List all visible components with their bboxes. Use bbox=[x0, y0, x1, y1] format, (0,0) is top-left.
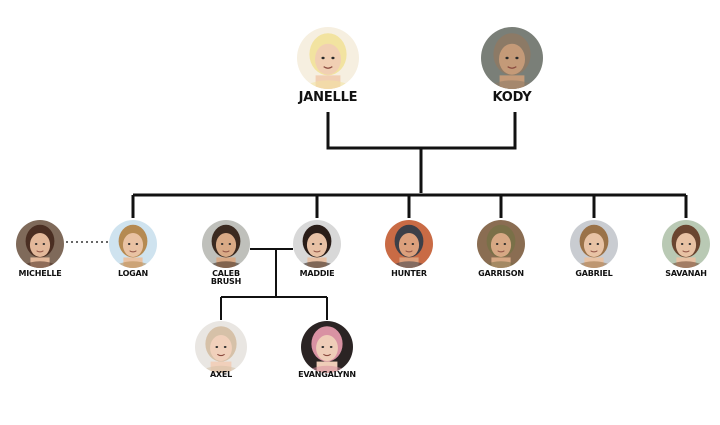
hunter-name: HUNTER bbox=[391, 269, 427, 278]
person-hunter: HUNTER bbox=[385, 220, 433, 278]
evangalynn-photo bbox=[301, 321, 353, 373]
janelle-name: JANELLE bbox=[298, 90, 358, 105]
savanah-photo bbox=[662, 220, 710, 268]
michelle-photo bbox=[16, 220, 64, 268]
gabriel-photo bbox=[570, 220, 618, 268]
gabriel-name: GABRIEL bbox=[575, 269, 613, 278]
logan-name: LOGAN bbox=[117, 269, 149, 278]
savanah-name: SAVANAH bbox=[665, 269, 707, 278]
caleb-brush-photo bbox=[202, 220, 250, 268]
kody-name: KODY bbox=[492, 90, 532, 105]
person-kody: KODY bbox=[481, 27, 543, 104]
maddie-photo bbox=[293, 220, 341, 268]
kody-photo bbox=[481, 27, 543, 89]
person-axel: AXEL bbox=[195, 321, 247, 379]
michelle-name: MICHELLE bbox=[18, 269, 62, 278]
person-gabriel: GABRIEL bbox=[570, 220, 618, 278]
person-savanah: SAVANAH bbox=[662, 220, 710, 278]
person-garrison: GARRISON bbox=[477, 220, 525, 278]
person-caleb-brush: CALEB BRUSH bbox=[202, 220, 250, 286]
maddie-name: MADDIE bbox=[299, 269, 335, 278]
person-janelle: JANELLE bbox=[297, 27, 359, 104]
connector-line bbox=[326, 112, 517, 150]
axel-name: AXEL bbox=[209, 370, 233, 379]
garrison-name: GARRISON bbox=[478, 269, 524, 278]
person-michelle: MICHELLE bbox=[16, 220, 64, 278]
person-logan: LOGAN bbox=[109, 220, 157, 278]
person-maddie: MADDIE bbox=[293, 220, 341, 278]
caleb-brush-name: CALEB BRUSH bbox=[210, 269, 242, 287]
evangalynn-name: EVANGALYNN bbox=[298, 370, 356, 379]
logan-photo bbox=[109, 220, 157, 268]
garrison-photo bbox=[477, 220, 525, 268]
janelle-photo bbox=[297, 27, 359, 89]
person-evangalynn: EVANGALYNN bbox=[298, 321, 356, 379]
axel-photo bbox=[195, 321, 247, 373]
hunter-photo bbox=[385, 220, 433, 268]
